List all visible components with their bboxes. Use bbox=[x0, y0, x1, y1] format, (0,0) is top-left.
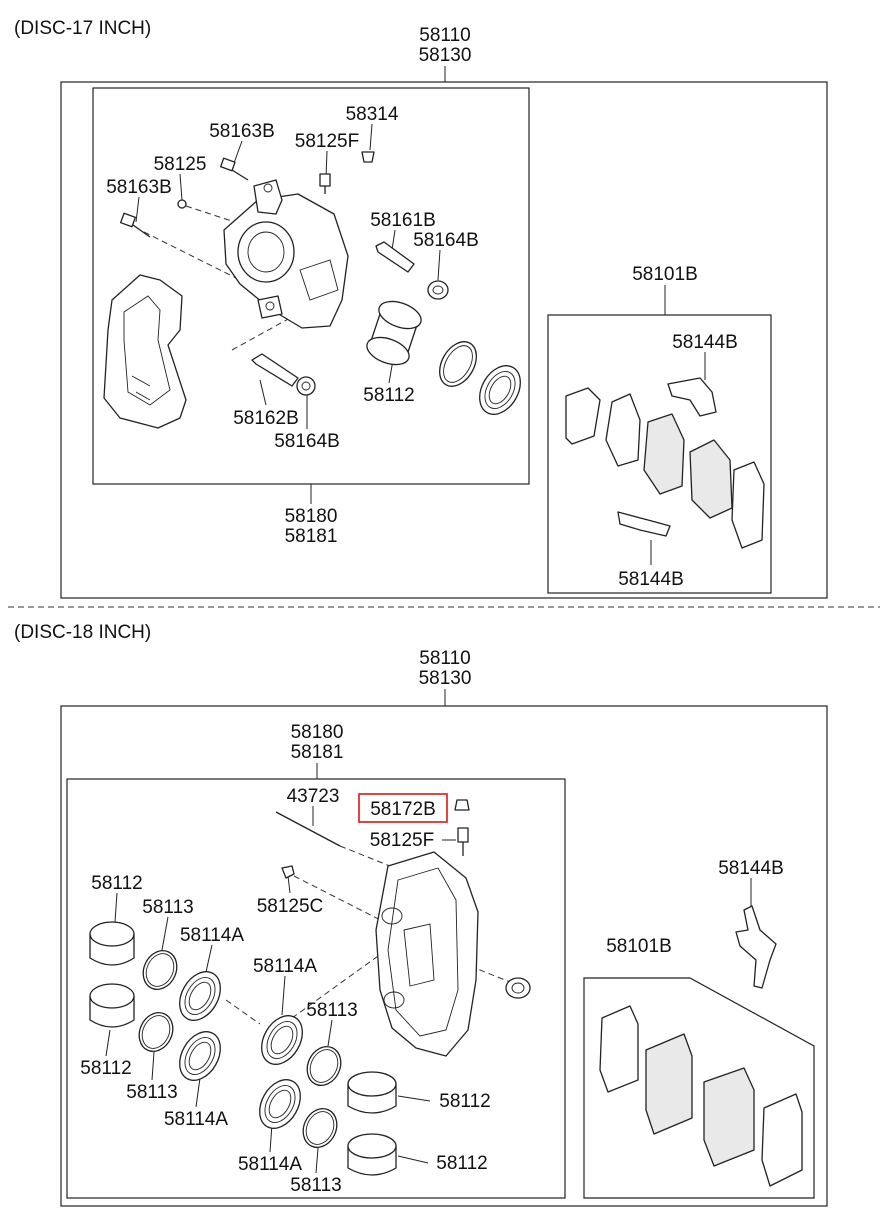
part-label[interactable]: 58113 bbox=[142, 897, 193, 918]
part-label[interactable]: 58181 bbox=[285, 526, 338, 547]
part-label[interactable]: 58112 bbox=[363, 385, 414, 406]
bleeder-icon bbox=[177, 199, 187, 209]
dust-boot-icon bbox=[261, 1015, 303, 1065]
highlight-box bbox=[358, 793, 448, 823]
part-label[interactable]: 58112 bbox=[439, 1091, 490, 1112]
guide-pin-icon bbox=[375, 241, 415, 273]
part-label[interactable]: 58144B bbox=[718, 858, 784, 879]
seal-ring-icon bbox=[142, 950, 178, 990]
pad-kit-frame-18 bbox=[583, 977, 815, 1199]
piston-icon bbox=[89, 921, 135, 966]
brake-pad-icon bbox=[643, 413, 685, 495]
dust-boot-icon bbox=[179, 971, 221, 1021]
seal-ring-icon bbox=[306, 1046, 342, 1086]
caliper-body-icon bbox=[375, 851, 479, 1057]
part-label[interactable]: 58113 bbox=[306, 1000, 357, 1021]
shim-icon bbox=[731, 461, 765, 549]
boot-icon bbox=[296, 376, 316, 396]
part-label[interactable]: 58113 bbox=[126, 1082, 177, 1103]
guide-pin-icon bbox=[251, 353, 299, 387]
part-label[interactable]: 58180 bbox=[285, 506, 338, 527]
shim-icon bbox=[605, 393, 641, 467]
part-label[interactable]: 58180 bbox=[291, 722, 344, 743]
part-label[interactable]: 58125 bbox=[154, 154, 207, 175]
part-label[interactable]: 58125C bbox=[257, 896, 324, 917]
piston-icon bbox=[89, 983, 135, 1028]
boot-icon bbox=[427, 280, 449, 300]
assembly-frame-17 bbox=[60, 81, 828, 599]
dust-boot-icon bbox=[259, 1079, 301, 1129]
caliper-body-icon bbox=[223, 179, 349, 329]
pad-clip-icon bbox=[735, 905, 777, 989]
part-label[interactable]: 58110 bbox=[419, 25, 470, 46]
part-label[interactable]: 58125F bbox=[295, 131, 359, 152]
piston-icon bbox=[347, 1133, 397, 1176]
shim-icon bbox=[599, 1005, 639, 1093]
assembly-frame-18 bbox=[60, 705, 828, 1207]
part-label[interactable]: 58314 bbox=[346, 104, 399, 125]
bleeder-screw-icon bbox=[457, 827, 469, 856]
boot-icon bbox=[505, 977, 531, 999]
section-title-17: (DISC-17 INCH) bbox=[14, 18, 151, 39]
bolt-icon bbox=[120, 212, 151, 238]
part-label[interactable]: 58163B bbox=[209, 121, 275, 142]
caliper-frame-18 bbox=[66, 778, 566, 1199]
highlighted-part-label[interactable]: 58172B bbox=[370, 799, 436, 820]
dust-boot-icon bbox=[179, 1031, 221, 1081]
bolt-icon bbox=[220, 157, 249, 181]
part-label[interactable]: 58125F bbox=[370, 830, 434, 851]
part-label[interactable]: 58130 bbox=[419, 45, 472, 66]
brake-pad-icon bbox=[645, 1033, 693, 1135]
pad-pin-icon bbox=[275, 811, 341, 847]
dust-boot-icon bbox=[479, 365, 521, 415]
part-label[interactable]: 58164B bbox=[413, 230, 479, 251]
caliper-bracket-icon bbox=[103, 274, 187, 429]
part-label[interactable]: 58114A bbox=[253, 956, 317, 977]
part-label[interactable]: 58114A bbox=[238, 1154, 302, 1175]
shim-icon bbox=[565, 387, 601, 445]
section-title-18: (DISC-18 INCH) bbox=[14, 622, 151, 643]
part-label[interactable]: 58101B bbox=[606, 936, 672, 957]
part-label[interactable]: 58161B bbox=[370, 210, 436, 231]
part-label[interactable]: 58181 bbox=[291, 742, 344, 763]
cap-icon bbox=[361, 151, 375, 163]
part-label[interactable]: 58114A bbox=[164, 1109, 228, 1130]
pad-clip-icon bbox=[617, 511, 671, 537]
part-label[interactable]: 58112 bbox=[436, 1153, 487, 1174]
part-label[interactable]: 58112 bbox=[91, 873, 142, 894]
seal-ring-icon bbox=[302, 1108, 338, 1148]
pad-kit-frame-17 bbox=[547, 314, 772, 594]
piston-icon bbox=[366, 300, 422, 366]
part-label[interactable]: 58163B bbox=[106, 177, 172, 198]
seal-ring-icon bbox=[439, 341, 477, 387]
shim-icon bbox=[761, 1093, 803, 1187]
part-label[interactable]: 58113 bbox=[290, 1175, 341, 1196]
piston-icon bbox=[347, 1071, 397, 1114]
pad-clip-icon bbox=[667, 377, 717, 417]
brake-pad-icon bbox=[689, 439, 733, 519]
cap-icon bbox=[454, 799, 470, 811]
part-label[interactable]: 58162B bbox=[233, 408, 299, 429]
part-label[interactable]: 58101B bbox=[632, 264, 698, 285]
part-label[interactable]: 58112 bbox=[80, 1058, 131, 1079]
seal-ring-icon bbox=[138, 1012, 174, 1052]
bleeder-cap-icon bbox=[281, 865, 295, 879]
part-label[interactable]: 58144B bbox=[618, 569, 684, 590]
bleeder-screw-icon bbox=[319, 173, 331, 194]
part-label[interactable]: 58144B bbox=[672, 332, 738, 353]
part-label[interactable]: 58110 bbox=[419, 648, 470, 669]
part-label[interactable]: 58130 bbox=[419, 668, 472, 689]
part-label[interactable]: 58164B bbox=[274, 431, 340, 452]
brake-pad-icon bbox=[703, 1067, 755, 1167]
part-label[interactable]: 43723 bbox=[287, 786, 340, 807]
part-label[interactable]: 58114A bbox=[180, 925, 244, 946]
